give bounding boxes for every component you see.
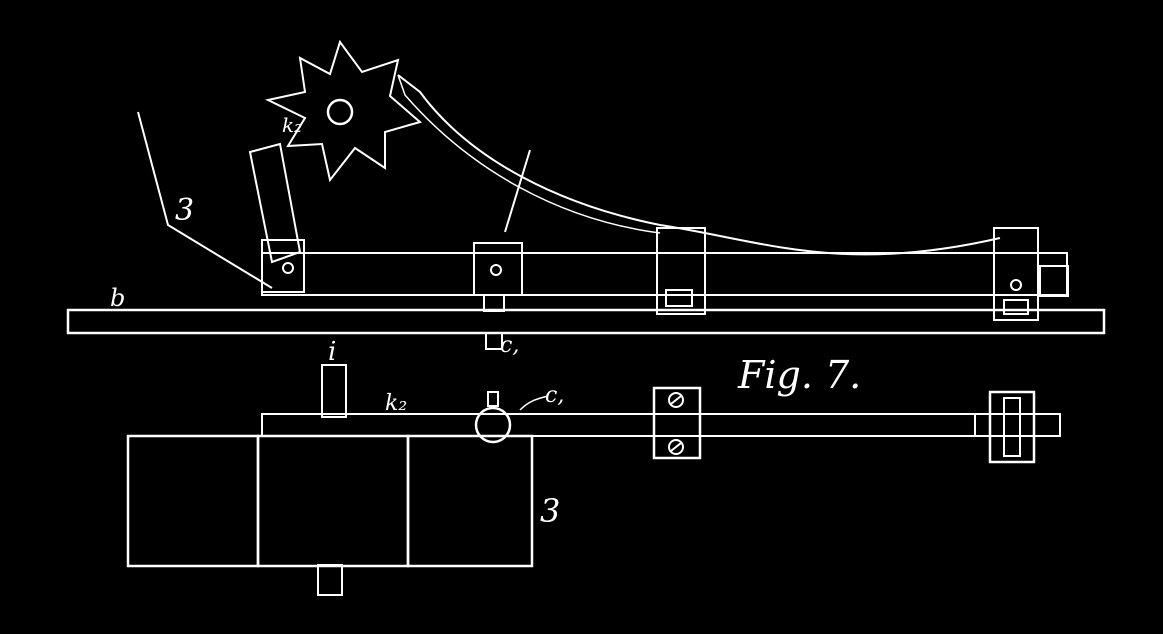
label-post: i [328,337,336,367]
label-belt-upper: 3 [175,193,194,228]
label-bolt-upper: c, [500,333,519,358]
label-belt-lower: 3 [540,492,560,530]
side-view: 3 b k₂ c, [66,39,1106,358]
plan-far-bearing [974,390,1061,464]
label-wheel-lower: k₂ [385,391,407,416]
middle-support [656,227,706,315]
lever-arm [248,142,305,293]
wire-spring [397,74,1001,256]
belt-line-upper [137,111,273,289]
plan-view: i k₂ c, 3 [126,337,1061,596]
plan-middle-bearing [652,386,702,460]
figure-caption: Fig. 7. [737,353,861,397]
belt-drum [126,434,534,568]
far-support [993,227,1039,321]
label-base-board: b [110,284,125,312]
ratchet-wheel [264,39,423,183]
plan-bolt-c [474,391,512,444]
bearing-block-c [473,242,523,350]
base-board [66,308,1106,335]
post-i [317,364,347,596]
plan-rod [261,413,1061,437]
label-bolt-lower: c, [545,383,564,408]
label-wheel: k₂ [282,113,302,137]
